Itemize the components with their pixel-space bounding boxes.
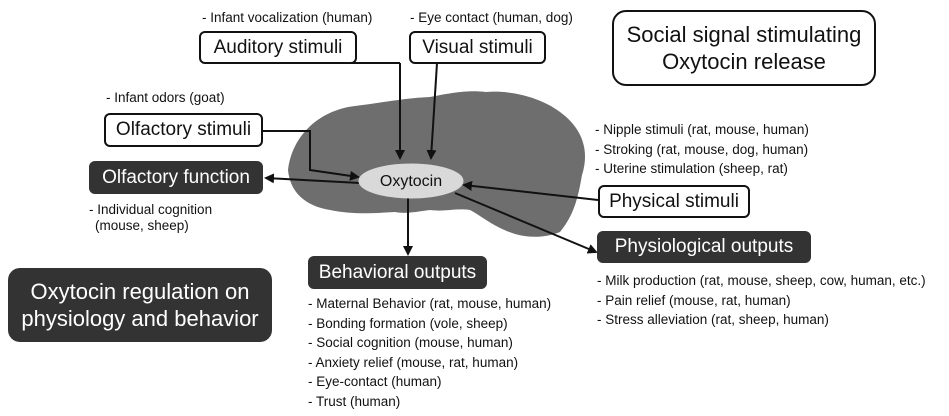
- list-item: - Pain relief (mouse, rat, human): [597, 291, 926, 311]
- list-item: - Bonding formation (vole, sheep): [308, 314, 551, 334]
- list-item: - Trust (human): [308, 392, 551, 412]
- brain-silhouette: [288, 91, 585, 237]
- summary-line-2: physiology and behavior: [21, 305, 258, 332]
- list-item: - Nipple stimuli (rat, mouse, human): [595, 120, 809, 140]
- visual-stimuli-box: Visual stimuli: [409, 31, 546, 64]
- behavioral-outputs-box: Behavioral outputs: [308, 256, 487, 289]
- auditory-stimuli-box: Auditory stimuli: [199, 31, 357, 64]
- olfactory-function-note-2: (mouse, sheep): [95, 216, 189, 235]
- title-box: Social signal stimulating Oxytocin relea…: [612, 10, 876, 86]
- physical-stimuli-box: Physical stimuli: [598, 185, 750, 218]
- oxytocin-hub: Oxytocin: [359, 171, 463, 193]
- summary-line-1: Oxytocin regulation on: [31, 278, 250, 305]
- visual-note: - Eye contact (human, dog): [410, 8, 573, 27]
- title-line-1: Social signal stimulating: [627, 21, 862, 48]
- physiological-outputs-list: - Milk production (rat, mouse, sheep, co…: [597, 271, 926, 330]
- summary-box: Oxytocin regulation on physiology and be…: [8, 268, 272, 342]
- list-item: - Stress alleviation (rat, sheep, human): [597, 310, 926, 330]
- list-item: - Anxiety relief (mouse, rat, human): [308, 353, 551, 373]
- olfactory-stimuli-box: Olfactory stimuli: [104, 113, 263, 147]
- auditory-note: - Infant vocalization (human): [202, 8, 372, 27]
- list-item: - Eye-contact (human): [308, 372, 551, 392]
- physiological-outputs-box: Physiological outputs: [597, 231, 811, 263]
- list-item: - Stroking (rat, mouse, dog, human): [595, 140, 809, 160]
- physical-stimuli-notes: - Nipple stimuli (rat, mouse, human) - S…: [595, 120, 809, 179]
- title-line-2: Oxytocin release: [662, 48, 826, 75]
- olfactory-function-box: Olfactory function: [89, 161, 263, 194]
- oxytocin-label: Oxytocin: [380, 173, 442, 191]
- list-item: - Maternal Behavior (rat, mouse, human): [308, 294, 551, 314]
- list-item: - Social cognition (mouse, human): [308, 333, 551, 353]
- list-item: - Uterine stimulation (sheep, rat): [595, 159, 809, 179]
- behavioral-outputs-list: - Maternal Behavior (rat, mouse, human) …: [308, 294, 551, 411]
- olfactory-note: - Infant odors (goat): [106, 88, 225, 107]
- list-item: - Milk production (rat, mouse, sheep, co…: [597, 271, 926, 291]
